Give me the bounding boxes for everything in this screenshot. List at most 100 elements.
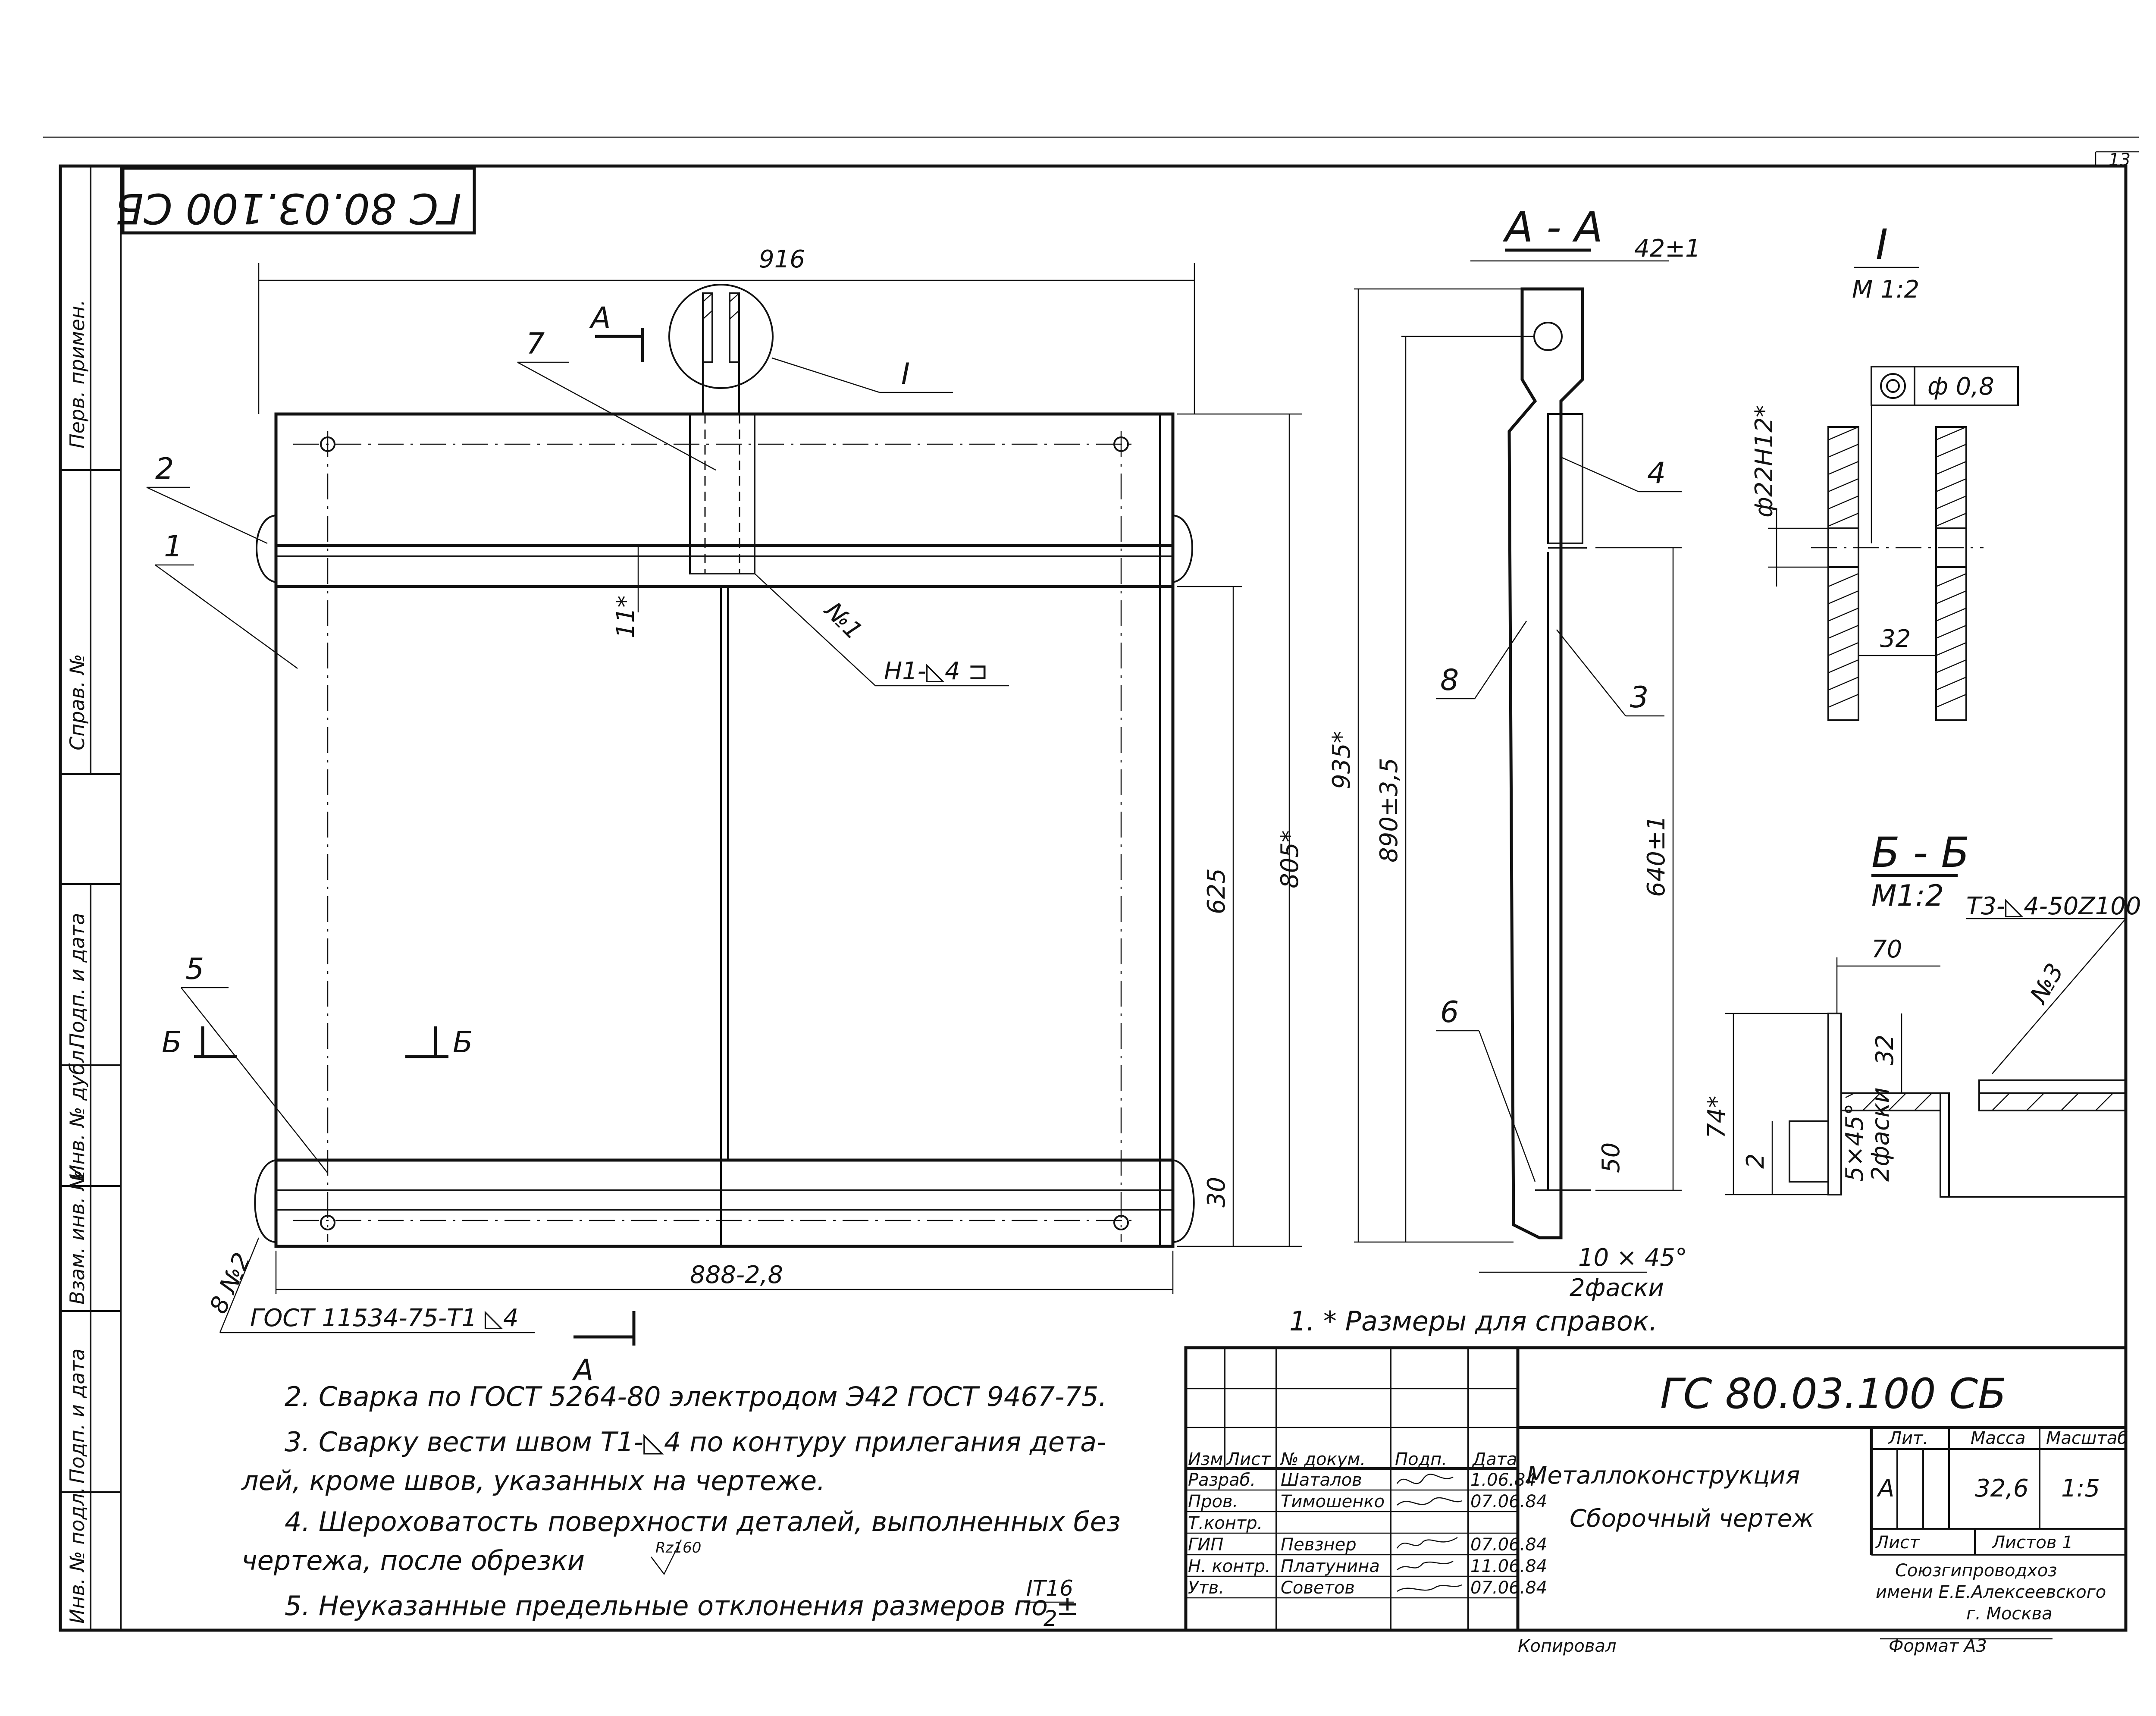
pos-3: 3: [1630, 681, 1648, 715]
section-bb-marker: №3: [2024, 959, 2069, 1009]
tb-role-tkontr: Т.контр.: [1188, 1513, 1263, 1533]
tb-role-nkontr: Н. контр.: [1188, 1556, 1271, 1576]
tb-hdr-doc: № докум.: [1280, 1449, 1366, 1469]
dim-890: 890±3,5: [1375, 758, 1403, 863]
detail-i: I М 1:2 ф 0,8: [1750, 220, 2019, 721]
tb-doc-code: ГС 80.03.100 СБ: [1660, 1370, 2006, 1418]
section-bb-dim-70: 70: [1871, 935, 1902, 963]
pos-2: 2: [155, 452, 174, 486]
weld-note-n1: Н1-◺4 ⊐: [884, 657, 988, 685]
tb-copied: Копировал: [1518, 1636, 1617, 1656]
pos-7: 7: [526, 327, 545, 361]
dim-935: 935*: [1328, 731, 1356, 789]
section-aa: А - А 42±1 935* 890±3,5 640±1 50 10 × 45…: [1328, 203, 1701, 1302]
pos-1: 1: [164, 530, 182, 564]
dim-640: 640±1: [1642, 816, 1670, 897]
side-column: Перв. примен. Справ. № Подп. и дата Инв.…: [60, 166, 122, 1630]
section-bb-title: Б - Б: [1871, 828, 1969, 877]
note-3b: лей, кроме швов, указанных на чертеже.: [241, 1465, 825, 1496]
section-mark-a-top: А: [589, 301, 611, 335]
tb-org-2: имени Е.Е.Алексеевского: [1876, 1582, 2106, 1602]
dim-50: 50: [1597, 1142, 1625, 1173]
main-view: 916 888-2,8 805* 625 30 11* А А Б Б I 7: [146, 245, 1304, 1387]
note-5-frac-bottom: 2: [1044, 1606, 1057, 1631]
tb-date-gip: 07.06.84: [1470, 1535, 1547, 1555]
pos-5: 5: [185, 952, 204, 986]
note-1: 1. * Размеры для справок.: [1289, 1305, 1658, 1337]
tb-hdr-list: Лист: [1226, 1449, 1271, 1469]
note-3a: 3. Сварку вести швом Т1-◺4 по контуру пр…: [285, 1426, 1106, 1458]
section-bb-scale: М1:2: [1871, 879, 1944, 913]
section-mark-b-left: Б: [162, 1026, 182, 1060]
tb-org-3: г. Москва: [1966, 1604, 2053, 1624]
tb-lit-hdr: Лит.: [1888, 1428, 1928, 1448]
dim-888: 888-2,8: [690, 1261, 783, 1289]
dim-30: 30: [1203, 1177, 1231, 1208]
side-perv-primen: Перв. примен.: [66, 300, 89, 449]
detail-i-scale: М 1:2: [1852, 276, 1919, 304]
detail-i-dim-32: 32: [1880, 625, 1911, 653]
note-2: 2. Сварка по ГОСТ 5264-80 электродом Э42…: [285, 1381, 1107, 1412]
note-5-frac-top: IT16: [1026, 1576, 1073, 1601]
side-sprav-no: Справ. №: [66, 654, 89, 750]
tb-hdr-izm: Изм: [1188, 1449, 1223, 1469]
dim-11: 11*: [612, 596, 640, 638]
tb-sheet-lbl: Лист: [1875, 1533, 1920, 1553]
tb-scale: 1:5: [2061, 1474, 2100, 1503]
detail-i-tolerance: ф 0,8: [1927, 373, 1994, 401]
tb-hdr-data: Дата: [1472, 1449, 1517, 1469]
title-block: Изм Лист № докум. Подп. Дата Разраб. Про…: [1184, 1346, 2128, 1656]
chamfer-note-aa: 2фаски: [1570, 1274, 1664, 1302]
section-mark-a-bottom: А: [572, 1353, 594, 1387]
tb-name-utv: Советов: [1281, 1578, 1355, 1598]
tb-name-razrab: Шаталов: [1281, 1470, 1362, 1490]
detail-i-title: I: [1876, 220, 1888, 269]
note-4-roughness: Rz160: [655, 1539, 701, 1556]
tb-name-2: Сборочный чертеж: [1570, 1505, 1814, 1533]
tb-name-1: Металлоконструкция: [1526, 1462, 1800, 1490]
tb-date-prov: 07.06.84: [1470, 1492, 1547, 1512]
detail-i-bore: ф22Н12*: [1750, 405, 1778, 518]
notes: 1. * Размеры для справок. 2. Сварка по Г…: [241, 1305, 1658, 1631]
section-bb-weld: Т3-◺4-50Z100: [1966, 892, 2141, 920]
tb-hdr-podp: Подп.: [1395, 1449, 1447, 1469]
tb-name-nkontr: Платунина: [1281, 1556, 1380, 1576]
gost-weld-note: ГОСТ 11534-75-Т1 ◺4: [250, 1304, 519, 1332]
side-inv-podl: Инв. № подл.: [66, 1487, 89, 1624]
tb-sheets-lbl: Листов 1: [1991, 1533, 2073, 1553]
tb-lit: А: [1877, 1474, 1894, 1503]
pos-8: 8: [1440, 663, 1459, 697]
tb-mass: 32,6: [1975, 1474, 2029, 1503]
side-vzam-inv: Взам. инв. №: [66, 1170, 89, 1305]
signature-scribbles: [1396, 1474, 1462, 1592]
dim-625: 625: [1203, 868, 1231, 914]
side-podp-data-2: Подп. и дата: [66, 1349, 89, 1484]
tb-mass-hdr: Масса: [1971, 1428, 2026, 1448]
tb-role-gip: ГИП: [1188, 1535, 1223, 1555]
dim-916: 916: [759, 245, 805, 273]
detail-i-hatching: [1828, 426, 1967, 708]
section-bb-dim-2: 2: [1742, 1153, 1770, 1169]
pos-6: 6: [1440, 995, 1459, 1029]
note-4a: 4. Шероховатость поверхности деталей, вы…: [285, 1506, 1121, 1537]
tb-role-razrab: Разраб.: [1188, 1470, 1256, 1490]
section-bb-dim-32: 32: [1871, 1035, 1899, 1065]
pos-4: 4: [1647, 456, 1666, 490]
side-podp-data-1: Подп. и дата: [66, 913, 89, 1048]
note-5: 5. Неуказанные предельные отклонения раз…: [285, 1590, 1079, 1622]
section-bb: Б - Б М1:2 Т3-◺4-50Z100 №3 70 74* 2 32: [1703, 828, 2141, 1198]
tb-date-utv: 07.06.84: [1470, 1578, 1547, 1598]
tb-format: Формат А3: [1889, 1636, 1987, 1656]
section-bb-chamfer: 5×45°: [1841, 1103, 1869, 1182]
rotated-doc-code: ГС 80.03.100 СБ: [115, 166, 476, 235]
section-mark-b-right: Б: [453, 1026, 473, 1060]
section-bb-chamfer-note: 2фаски: [1867, 1087, 1895, 1182]
weld-bottom-mark: 8 №2: [204, 1249, 257, 1318]
side-inv-dubl: Инв. № дубл.: [66, 1044, 89, 1180]
rotated-doc-code-text: ГС 80.03.100 СБ: [115, 184, 461, 232]
dim-chamfer-10x45: 10 × 45°: [1578, 1244, 1687, 1272]
dim-805: 805*: [1276, 830, 1304, 888]
detail-callout-i: I: [901, 357, 910, 391]
weld-marker-1: №1: [818, 596, 868, 645]
